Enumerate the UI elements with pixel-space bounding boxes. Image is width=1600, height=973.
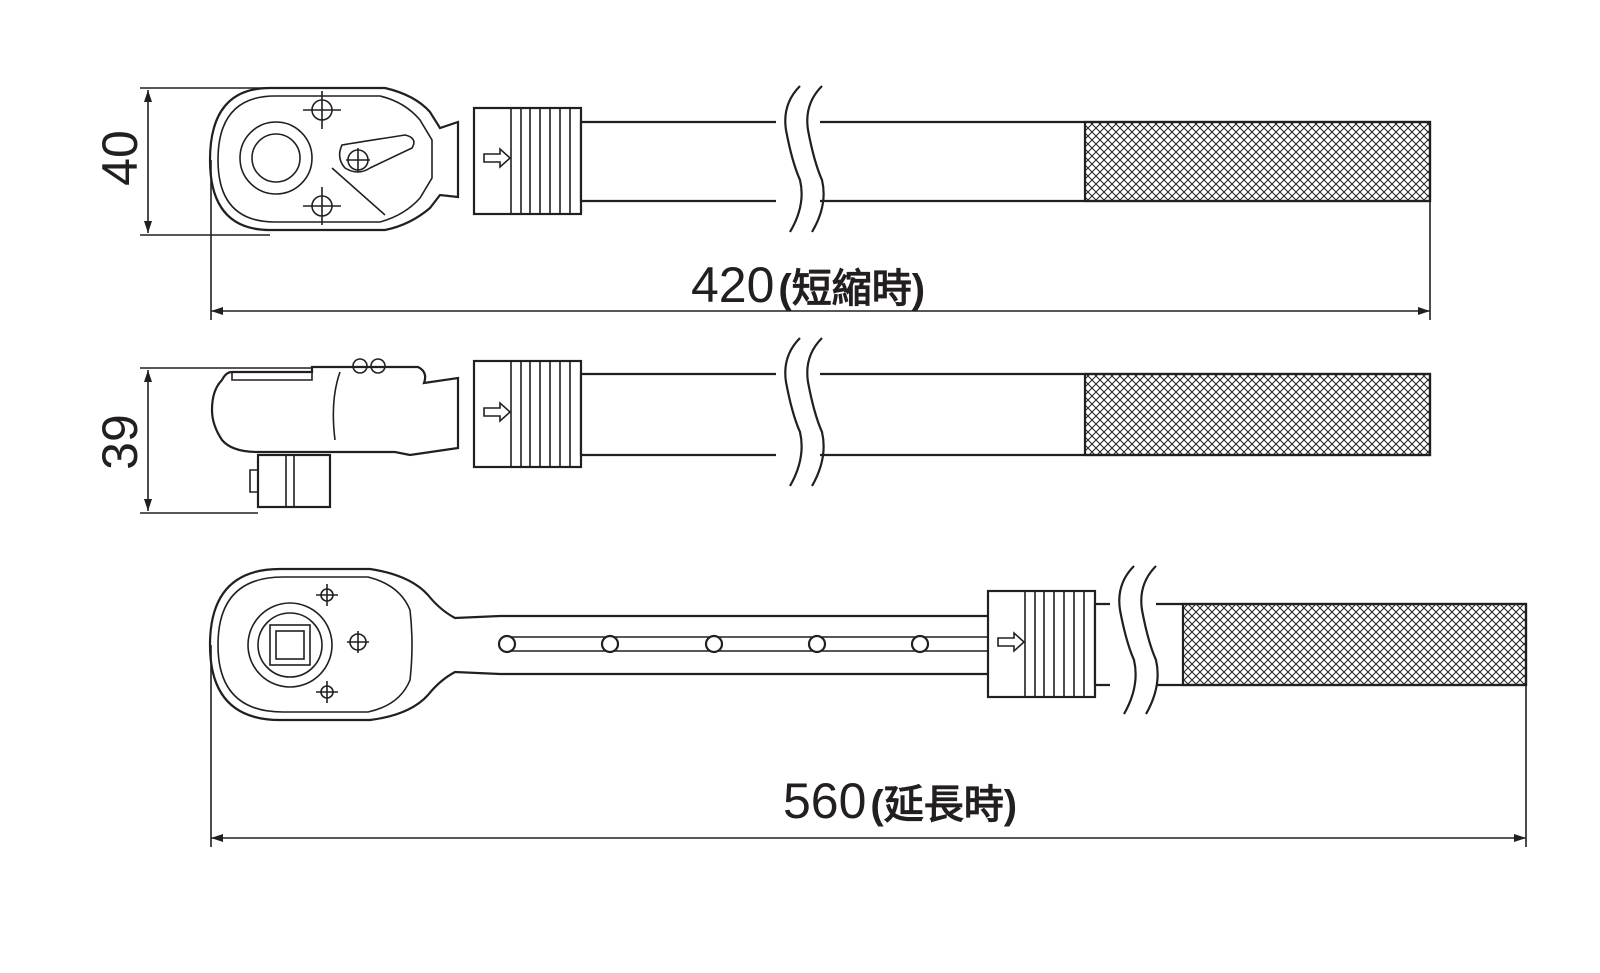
- side-view-drive-ball: [249, 469, 258, 493]
- top-view-break-mask: [776, 88, 820, 233]
- extended-view-knurled-grip: [1181, 602, 1528, 687]
- extended-view-detent-hole-4: [807, 634, 827, 654]
- top-view-head-inner: [217, 95, 433, 223]
- top-view-knurled-grip: [1083, 120, 1432, 203]
- side-view-direction-arrow-icon: [483, 401, 512, 423]
- extended-view-lever-screw-icon: [347, 631, 369, 653]
- extended-view-collar-ribs: [1024, 591, 1085, 697]
- side-view: 39: [92, 337, 1432, 514]
- extended-view-head: [208, 567, 992, 722]
- extended-view-head-inner: [217, 576, 413, 713]
- extended-view-break-line: [1118, 565, 1159, 715]
- side-view-break-line: [784, 337, 825, 487]
- side-view-collar: [472, 359, 583, 469]
- extended-view-detent-hole-5: [910, 634, 930, 654]
- side-view-height-label: 39: [92, 414, 148, 470]
- top-view-screw-bottom-icon: [303, 187, 341, 225]
- top-view-collar: [472, 106, 583, 216]
- top-view-length-extension-lines: [210, 122, 1431, 320]
- extended-view-screw-bottom-icon: [316, 681, 338, 703]
- top-view-length-label: 420(短縮時): [691, 257, 925, 313]
- side-view-knob-a: [352, 358, 368, 374]
- side-view-knob-b: [370, 358, 386, 374]
- extended-view-socket-inner: [257, 612, 323, 678]
- side-view-break-mask: [776, 340, 820, 485]
- extended-view-detent-hole-1: [497, 634, 517, 654]
- extended-view-detent-hole-2: [600, 634, 620, 654]
- top-view-extension-lines: [140, 87, 270, 236]
- side-view-head-contour: [332, 371, 341, 441]
- top-view-lever: [331, 134, 415, 216]
- extended-view-screw-top-icon: [316, 584, 338, 606]
- extended-view: 560(延長時): [208, 565, 1528, 847]
- side-view-extension-lines: [140, 367, 312, 514]
- extended-view-slot: [506, 636, 1010, 652]
- top-view-break-line: [784, 85, 825, 233]
- side-view-knurled-grip: [1083, 372, 1432, 457]
- extended-view-drive-square-inner: [275, 630, 305, 660]
- extended-view-length-label: 560(延長時): [783, 773, 1017, 829]
- top-view-direction-arrow-icon: [483, 147, 512, 169]
- top-view-screw-top-icon: [303, 91, 341, 129]
- side-view-collar-ribs: [510, 361, 571, 467]
- top-view-collar-ribs: [510, 108, 571, 214]
- side-view-head: [210, 365, 460, 457]
- extended-view-drive-square: [269, 624, 311, 666]
- top-view-socket-inner: [251, 133, 301, 183]
- top-view-socket-outer: [239, 121, 313, 195]
- top-view-height-label: 40: [92, 130, 148, 186]
- side-view-head-plate: [231, 371, 313, 381]
- top-view: 40 420(短縮時): [92, 85, 1432, 320]
- extended-view-length-extension-lines: [210, 604, 1527, 847]
- extended-view-collar: [986, 589, 1097, 699]
- extended-view-socket-outer: [247, 602, 333, 688]
- extended-view-detent-hole-3: [704, 634, 724, 654]
- extended-view-direction-arrow-icon: [997, 631, 1026, 653]
- side-view-drive-detail: [285, 455, 295, 507]
